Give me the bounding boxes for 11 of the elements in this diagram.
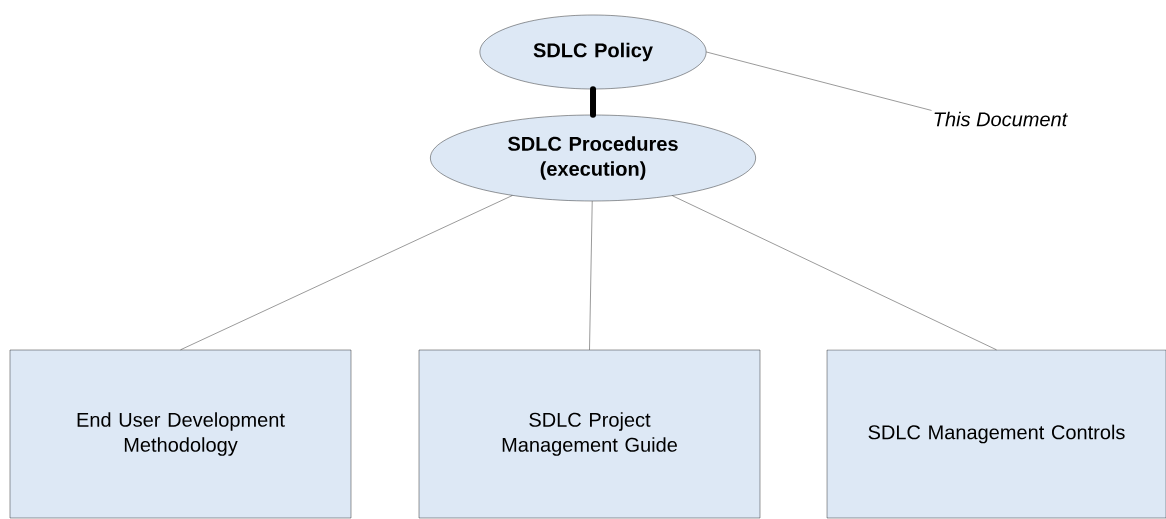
ellipse-node: SDLC Policy [479, 14, 707, 90]
connector-line [589, 201, 593, 350]
ellipse-node: SDLC Procedures (execution) [430, 114, 756, 202]
connector-line [672, 195, 997, 350]
connector-line [180, 195, 513, 350]
document-box: SDLC Management Controls [826, 349, 1166, 519]
connector-line [590, 86, 596, 118]
document-box: SDLC Project Management Guide [418, 349, 761, 519]
leader-line [706, 51, 932, 111]
document-box: End User Development Methodology [9, 349, 352, 519]
annotation-text: This Document [934, 111, 1068, 127]
